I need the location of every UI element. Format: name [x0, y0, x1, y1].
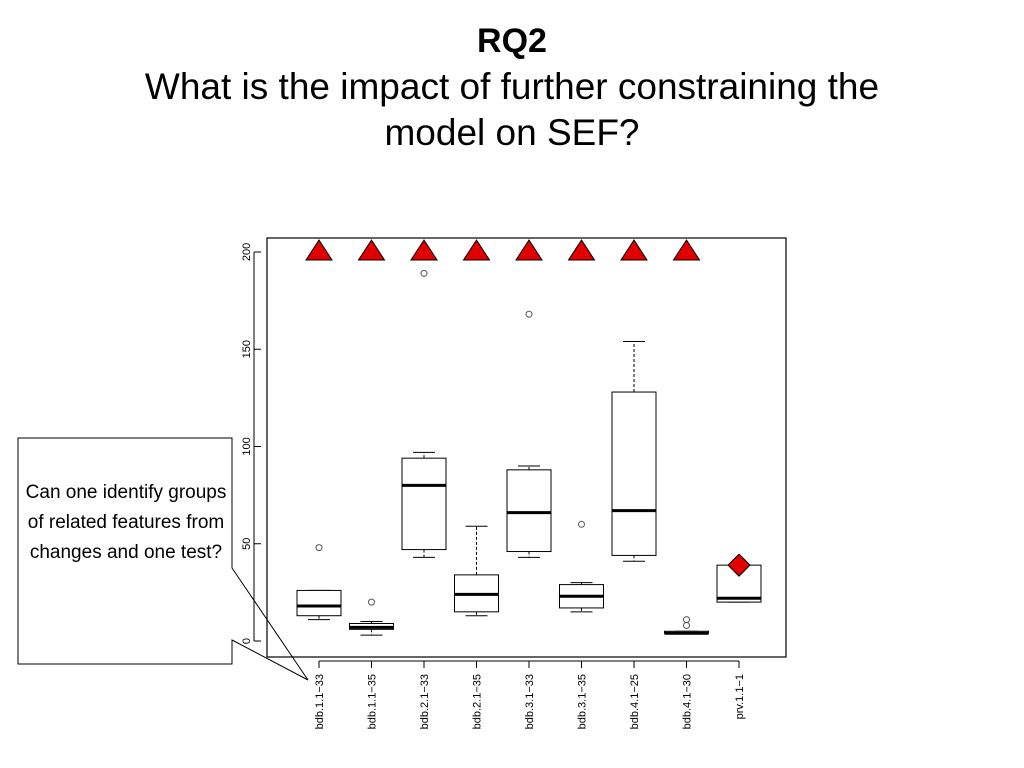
- triangle-marker: [672, 239, 701, 261]
- x-tick-label: prv.1.1−1: [734, 674, 746, 719]
- x-tick-label: bdb.1.1−35: [367, 674, 379, 729]
- title-rq: RQ2: [477, 22, 547, 60]
- outlier-point: [368, 598, 375, 606]
- plot-frame: [266, 237, 787, 658]
- box: [401, 457, 447, 551]
- diamond-marker: [727, 553, 751, 577]
- outlier-point: [525, 310, 533, 318]
- y-tick-label: 200: [241, 243, 253, 261]
- triangle-marker: [410, 239, 438, 261]
- x-tick-label: bdb.3.1−35: [577, 674, 589, 729]
- x-tick-label: bdb.2.1−33: [419, 674, 431, 729]
- callout-text: Can one identify groups of related featu…: [25, 482, 227, 563]
- title-question-line-1: What is the impact of further constraini…: [144, 66, 880, 107]
- title-question-line-2: model on SEF?: [384, 112, 640, 153]
- y-tick-label: 0: [241, 638, 253, 644]
- box: [296, 589, 342, 617]
- triangle-marker: [620, 239, 648, 261]
- triangle-marker: [515, 239, 543, 261]
- x-tick-label: bdb.4.1−25: [629, 674, 641, 729]
- y-tick-label: 150: [241, 340, 253, 358]
- x-tick-label: bdb.3.1−33: [524, 674, 536, 729]
- slide-title: RQ2 What is the impact of further constr…: [0, 18, 1024, 156]
- callout-shape: [17, 437, 309, 681]
- outlier-point: [683, 621, 690, 629]
- box: [611, 391, 657, 556]
- outlier-point: [315, 544, 323, 552]
- triangle-marker: [305, 239, 333, 261]
- outlier-point: [683, 616, 690, 624]
- x-tick-label: bdb.1.1−33: [314, 674, 326, 729]
- outlier-point: [420, 269, 428, 277]
- y-tick-label: 50: [241, 538, 253, 550]
- triangle-marker: [462, 239, 491, 261]
- box: [506, 469, 552, 553]
- triangle-marker: [357, 239, 386, 261]
- triangle-marker: [567, 239, 596, 261]
- x-tick-label: bdb.2.1−35: [472, 674, 484, 729]
- y-tick-label: 100: [241, 437, 253, 455]
- outlier-point: [578, 520, 585, 528]
- plot-area: 0 50 100 150 200 bdb.1.1−33 bdb.1.1−35 bdb.2.1−…: [241, 237, 787, 729]
- x-tick-label: bdb.4.1−30: [682, 674, 694, 729]
